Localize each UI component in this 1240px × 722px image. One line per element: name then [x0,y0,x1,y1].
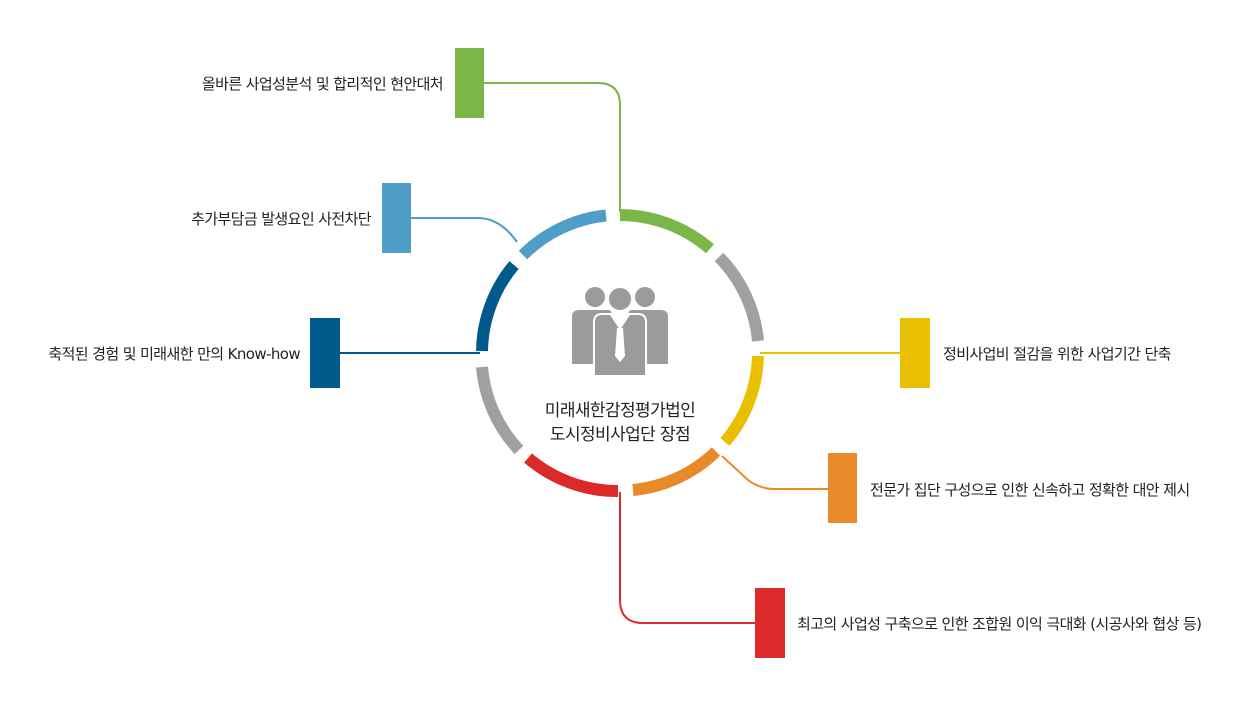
connector-line-blue [411,217,518,243]
ring-segment-orange [632,447,721,496]
business-people-icon [572,286,668,377]
ring-segment-gray [714,252,764,342]
connector-line-green [484,82,621,212]
label-item-4: 정비사업비 절감을 위한 사업기간 단축 [943,345,1171,363]
marker-block-orange [828,453,857,523]
marker-block-yellow [900,318,930,388]
marker-block-navy [310,318,340,388]
label-item-6: 최고의 사업성 구축으로 인한 조합원 이익 극대화 (시공사와 협상 등) [797,615,1202,633]
label-item-1: 올바른 사업성분석 및 합리적인 현안대처 [201,75,444,93]
center-title-line1: 미래새한감정평가법인 [544,401,696,421]
marker-block-blue [382,183,411,253]
center-title: 미래새한감정평가법인 도시정비사업단 장점 [500,399,740,447]
center-title-line2: 도시정비사업단 장점 [549,425,691,445]
ring-segment-green [619,209,714,254]
ring-segment-blue [518,209,607,260]
ring-segment-yellow [720,355,764,446]
ring-segment-navy [476,261,519,352]
connector-line-orange [721,455,828,490]
label-item-2: 추가부담금 발생요인 사전차단 [191,210,372,228]
marker-block-green [455,48,484,118]
ring-segment-red [524,453,619,498]
ring-segment-gray [476,366,524,455]
connector-line-red [619,492,755,624]
label-item-3: 축적된 경험 및 미래새한 만의 Know-how [48,345,300,363]
marker-block-red [755,588,785,658]
label-item-5: 전문가 집단 구성으로 인한 신속하고 정확한 대안 제시 [870,481,1190,499]
